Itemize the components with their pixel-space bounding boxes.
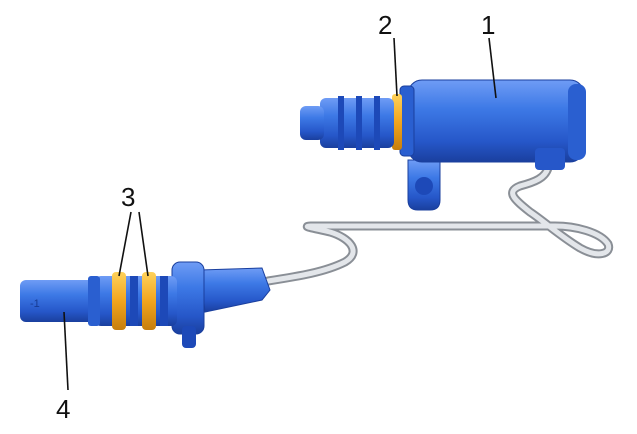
callout-4: 4 xyxy=(56,394,70,424)
wire-harness xyxy=(263,163,614,286)
solenoid-valve xyxy=(300,79,586,211)
callout-leaders xyxy=(63,37,497,391)
callout-2: 2 xyxy=(378,10,392,40)
callout-3: 3 xyxy=(121,182,135,212)
svg-text:-1: -1 xyxy=(30,298,40,310)
sensor: -1 xyxy=(20,261,271,348)
callout-1: 1 xyxy=(481,10,495,40)
